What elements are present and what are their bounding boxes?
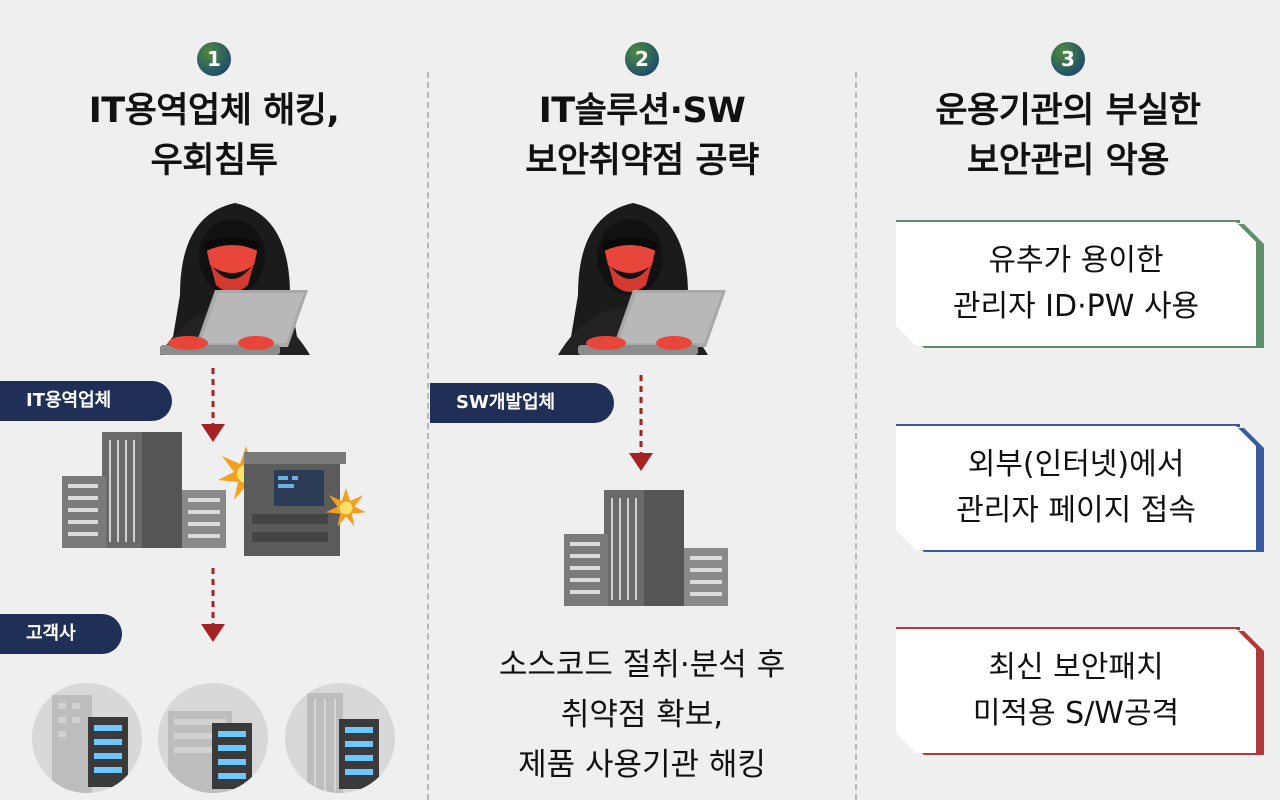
card-line: 관리자 페이지 접속 [956,493,1196,528]
label-it-contractor: IT용역업체 [0,381,172,421]
card-body: 유추가 용이한 관리자 ID·PW 사용 [896,222,1256,346]
column-title: 운용기관의 부실한 보안관리 악용 [856,86,1280,186]
client-circle [158,683,268,793]
title-line: IT용역업체 해킹, [88,91,340,131]
step-number-badge: 2 [625,42,659,76]
title-line: 보안취약점 공략 [525,141,759,181]
building-icon [564,490,728,606]
column-divider [855,72,857,800]
info-card-weak-credentials: 유추가 용이한 관리자 ID·PW 사용 [856,220,1280,360]
column-description: 소스코드 절취·분석 후 취약점 확보, 제품 사용기관 해킹 [428,640,856,790]
card-body: 외부(인터넷)에서 관리자 페이지 접속 [896,426,1256,550]
arrow-down-icon [201,568,225,642]
description-line: 제품 사용기관 해킹 [518,747,766,783]
building-icon [168,711,252,793]
description-line: 소스코드 절취·분석 후 [498,647,786,683]
title-line: 우회침투 [150,141,278,181]
building-icon [62,432,226,548]
laptop-icon [160,290,308,355]
card-body: 최신 보안패치 미적용 S/W공격 [896,629,1256,753]
title-line: IT솔루션·SW [538,91,746,131]
client-circle [285,683,395,793]
card-line: 유추가 용이한 [988,243,1164,278]
client-circle [32,683,142,793]
info-card-external-admin-access: 외부(인터넷)에서 관리자 페이지 접속 [856,424,1280,564]
arrow-down-icon [201,368,225,442]
column-title: IT솔루션·SW 보안취약점 공략 [428,86,856,186]
card-top-line [896,424,1240,427]
card-line: 외부(인터넷)에서 [967,447,1185,482]
column-divider [427,72,429,800]
card-line: 관리자 ID·PW 사용 [952,289,1200,324]
column-sw-vulnerability: 2 IT솔루션·SW 보안취약점 공략 SW개발업체 소스 [428,0,856,800]
building-icon [307,693,379,793]
column-it-contractor-hacking: 1 IT용역업체 해킹, 우회침투 IT용역업체 [0,0,428,800]
card-line: 최신 보안패치 [988,650,1164,685]
explosion-icon [326,488,366,527]
server-icon [244,452,346,556]
label-sw-developer: SW개발업체 [430,383,614,423]
info-card-unpatched-software: 최신 보안패치 미적용 S/W공격 [856,627,1280,767]
title-line: 운용기관의 부실한 [935,91,1201,131]
laptop-icon [578,290,726,355]
arrow-down-icon [629,375,653,471]
card-line: 미적용 S/W공격 [972,696,1180,731]
card-top-line [896,627,1240,630]
column-poor-security-management: 3 운용기관의 부실한 보안관리 악용 유추가 용이한 관리자 ID·PW 사용… [856,0,1280,800]
title-line: 보안관리 악용 [967,141,1169,181]
building-icon [52,695,128,793]
step-number-badge: 1 [197,42,231,76]
column-title: IT용역업체 해킹, 우회침투 [0,86,428,186]
card-top-line [896,220,1240,223]
step-number-badge: 3 [1051,42,1085,76]
description-line: 취약점 확보, [560,697,724,733]
label-client-company: 고객사 [0,614,122,654]
